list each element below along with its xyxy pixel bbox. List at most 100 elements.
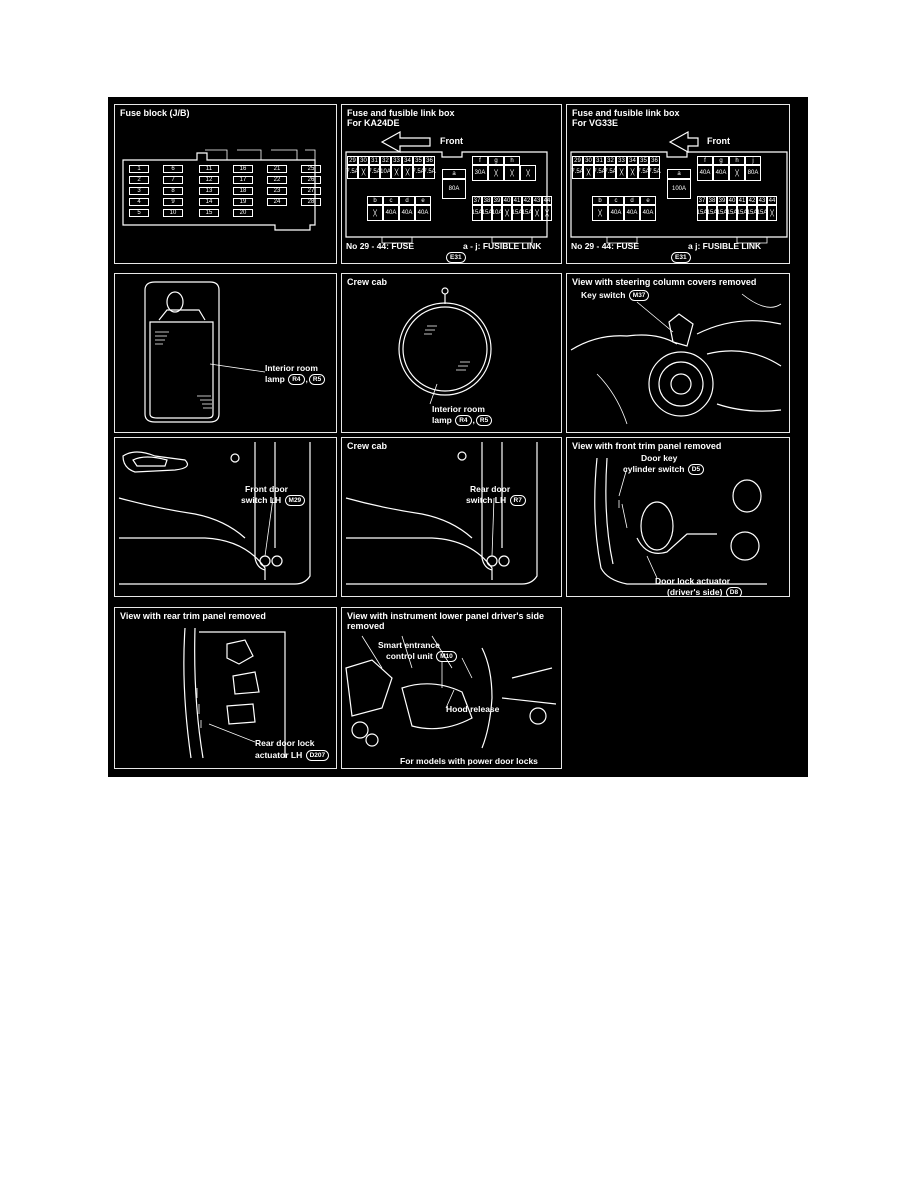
- door-key-label-1: Door key: [641, 453, 678, 463]
- crew-lamp-label-2: lamp R4,R5: [432, 415, 493, 427]
- vg33e-link-rating: 40A: [624, 205, 640, 221]
- fuse-slot: 19: [233, 198, 253, 206]
- vg33e-link-rating: 80A: [745, 165, 761, 181]
- ka24de-link-label: b: [367, 196, 383, 205]
- fuse-slot: 13: [199, 187, 219, 195]
- ka24de-fuse-number: 42: [522, 196, 532, 205]
- fuse-slot: 7: [163, 176, 183, 184]
- vg33e-link-label: a: [667, 169, 691, 179]
- instrument-title: View with instrument lower panel driver'…: [347, 611, 545, 631]
- connector-r4: R4: [288, 374, 305, 386]
- vg33e-fuse-rating: 7.5A: [593, 165, 606, 179]
- ka24de-link-rating: ╳: [504, 165, 520, 181]
- vg33e-fuse-rating: 15A: [727, 205, 737, 221]
- vg33e-fuse-number: 29: [572, 156, 583, 165]
- crew-lamp-label-1: Interior room: [432, 404, 485, 414]
- fuse-block-title: Fuse block (J/B): [120, 108, 190, 118]
- ka24de-link-label: c: [383, 196, 399, 205]
- ka24de-fuse-rating: ╳: [502, 205, 512, 221]
- ka24de-fuse-rating: 15A: [482, 205, 492, 221]
- vg33e-fuse-number: 32: [605, 156, 616, 165]
- smart-entrance-label-2: control unit M10: [386, 651, 458, 663]
- vg33e-fuse-number: 37: [697, 196, 707, 205]
- ka24de-link-label: e: [415, 196, 431, 205]
- rear-lock-label-1: Rear door lock: [255, 738, 315, 748]
- vg33e-fuse-rating: ╳: [767, 205, 777, 221]
- fuse-slot: 6: [163, 165, 183, 173]
- power-door-locks-note: For models with power door locks: [400, 756, 538, 766]
- front-trim-illustration: [594, 457, 767, 585]
- fuse-slot: 25: [301, 165, 321, 173]
- ka24de-fuse-rating: 10A: [492, 205, 502, 221]
- vg33e-fuse-rating: 15A: [757, 205, 767, 221]
- vg33e-link-label: h: [729, 156, 745, 165]
- vg33e-fuse-rating: 15A: [697, 205, 707, 221]
- fusible-box-ka24de-panel: Fuse and fusible link box For KA24DE Fro…: [341, 104, 562, 264]
- ka24de-link-label: d: [399, 196, 415, 205]
- crew-cab-lamp-title: Crew cab: [347, 277, 388, 287]
- ka24de-connector-e31: E31: [445, 252, 467, 263]
- vg33e-fuse-number: 36: [649, 156, 660, 165]
- rear-door-label-1: Rear door: [470, 484, 511, 494]
- ka24de-link-label: f: [472, 156, 488, 165]
- front-door-illustration: [118, 442, 311, 585]
- door-lock-actuator-label-1: Door lock actuator: [655, 576, 731, 586]
- vg33e-outline: [570, 130, 788, 244]
- fuse-slot: 11: [199, 165, 219, 173]
- connector-d5: D5: [687, 464, 705, 476]
- door-lock-actuator-label-2: (driver's side) D8: [667, 587, 743, 596]
- ka24de-outline: [345, 130, 548, 244]
- ka24de-link-rating: ╳: [520, 165, 536, 181]
- fuse-slot: 28: [301, 198, 321, 206]
- ka24de-fuse-rating: 10A: [380, 165, 391, 179]
- connector-m10: M10: [436, 651, 457, 663]
- vg33e-fuse-number: 30: [583, 156, 594, 165]
- fuse-slot: 1: [129, 165, 149, 173]
- ka24de-fuse-number: 38: [482, 196, 492, 205]
- vg33e-fuse-number: 43: [757, 196, 767, 205]
- ka24de-front-label: Front: [440, 136, 463, 146]
- ka24de-link-label: a: [442, 169, 466, 179]
- ka24de-link-note: a - j: FUSIBLE LINK: [463, 241, 542, 251]
- fuse-slot: 9: [163, 198, 183, 206]
- ka24de-link-rating: 30A: [472, 165, 488, 181]
- ka24de-link-rating: ╳: [367, 205, 383, 221]
- fuse-slot: 16: [233, 165, 253, 173]
- ka24de-fuse-number: 32: [380, 156, 391, 165]
- vg33e-fuse-number: 44: [767, 196, 777, 205]
- ka24de-fuse-number: 37: [472, 196, 482, 205]
- connector-m29: M29: [284, 495, 306, 507]
- fuse-slot: 17: [233, 176, 253, 184]
- ka24de-link-label: h: [504, 156, 520, 165]
- vg33e-link-rating: 40A: [697, 165, 713, 181]
- vg33e-link-label: j: [745, 156, 761, 165]
- rear-lock-label-2: actuator LH D207: [255, 750, 330, 762]
- connector-m37: M37: [628, 290, 650, 302]
- vg33e-link-label: b: [592, 196, 608, 205]
- ka24de-link-rating: ╳: [488, 165, 504, 181]
- fuse-slot: 22: [267, 176, 287, 184]
- fuse-slot: 20: [233, 209, 253, 217]
- fuse-slot: 2: [129, 176, 149, 184]
- hood-release-label: Hood release: [446, 704, 500, 714]
- smart-entrance-label-1: Smart entrance: [378, 640, 440, 650]
- instrument-illustration: [345, 635, 557, 749]
- ka24de-fuse-number: 31: [369, 156, 380, 165]
- ka24de-fuse-number: 34: [402, 156, 413, 165]
- vg33e-fuse-number: 38: [707, 196, 717, 205]
- vg33e-fuse-rating: 7.5A: [571, 165, 584, 179]
- vg33e-link-label: g: [713, 156, 729, 165]
- instrument-panel: View with instrument lower panel driver'…: [341, 607, 562, 769]
- vg33e-fuse-number: 39: [717, 196, 727, 205]
- vg33e-fuse-number: 40: [727, 196, 737, 205]
- fuse-slot: 4: [129, 198, 149, 206]
- steering-title: View with steering column covers removed: [572, 277, 757, 287]
- vg33e-link-rating: 100A: [667, 179, 691, 199]
- fuse-slot: 10: [163, 209, 183, 217]
- fuse-slot: 27: [301, 187, 321, 195]
- vg33e-fuse-rating: ╳: [616, 165, 627, 179]
- vg33e-title: Fuse and fusible link box For VG33E: [572, 108, 680, 128]
- vg33e-fuse-number: 33: [616, 156, 627, 165]
